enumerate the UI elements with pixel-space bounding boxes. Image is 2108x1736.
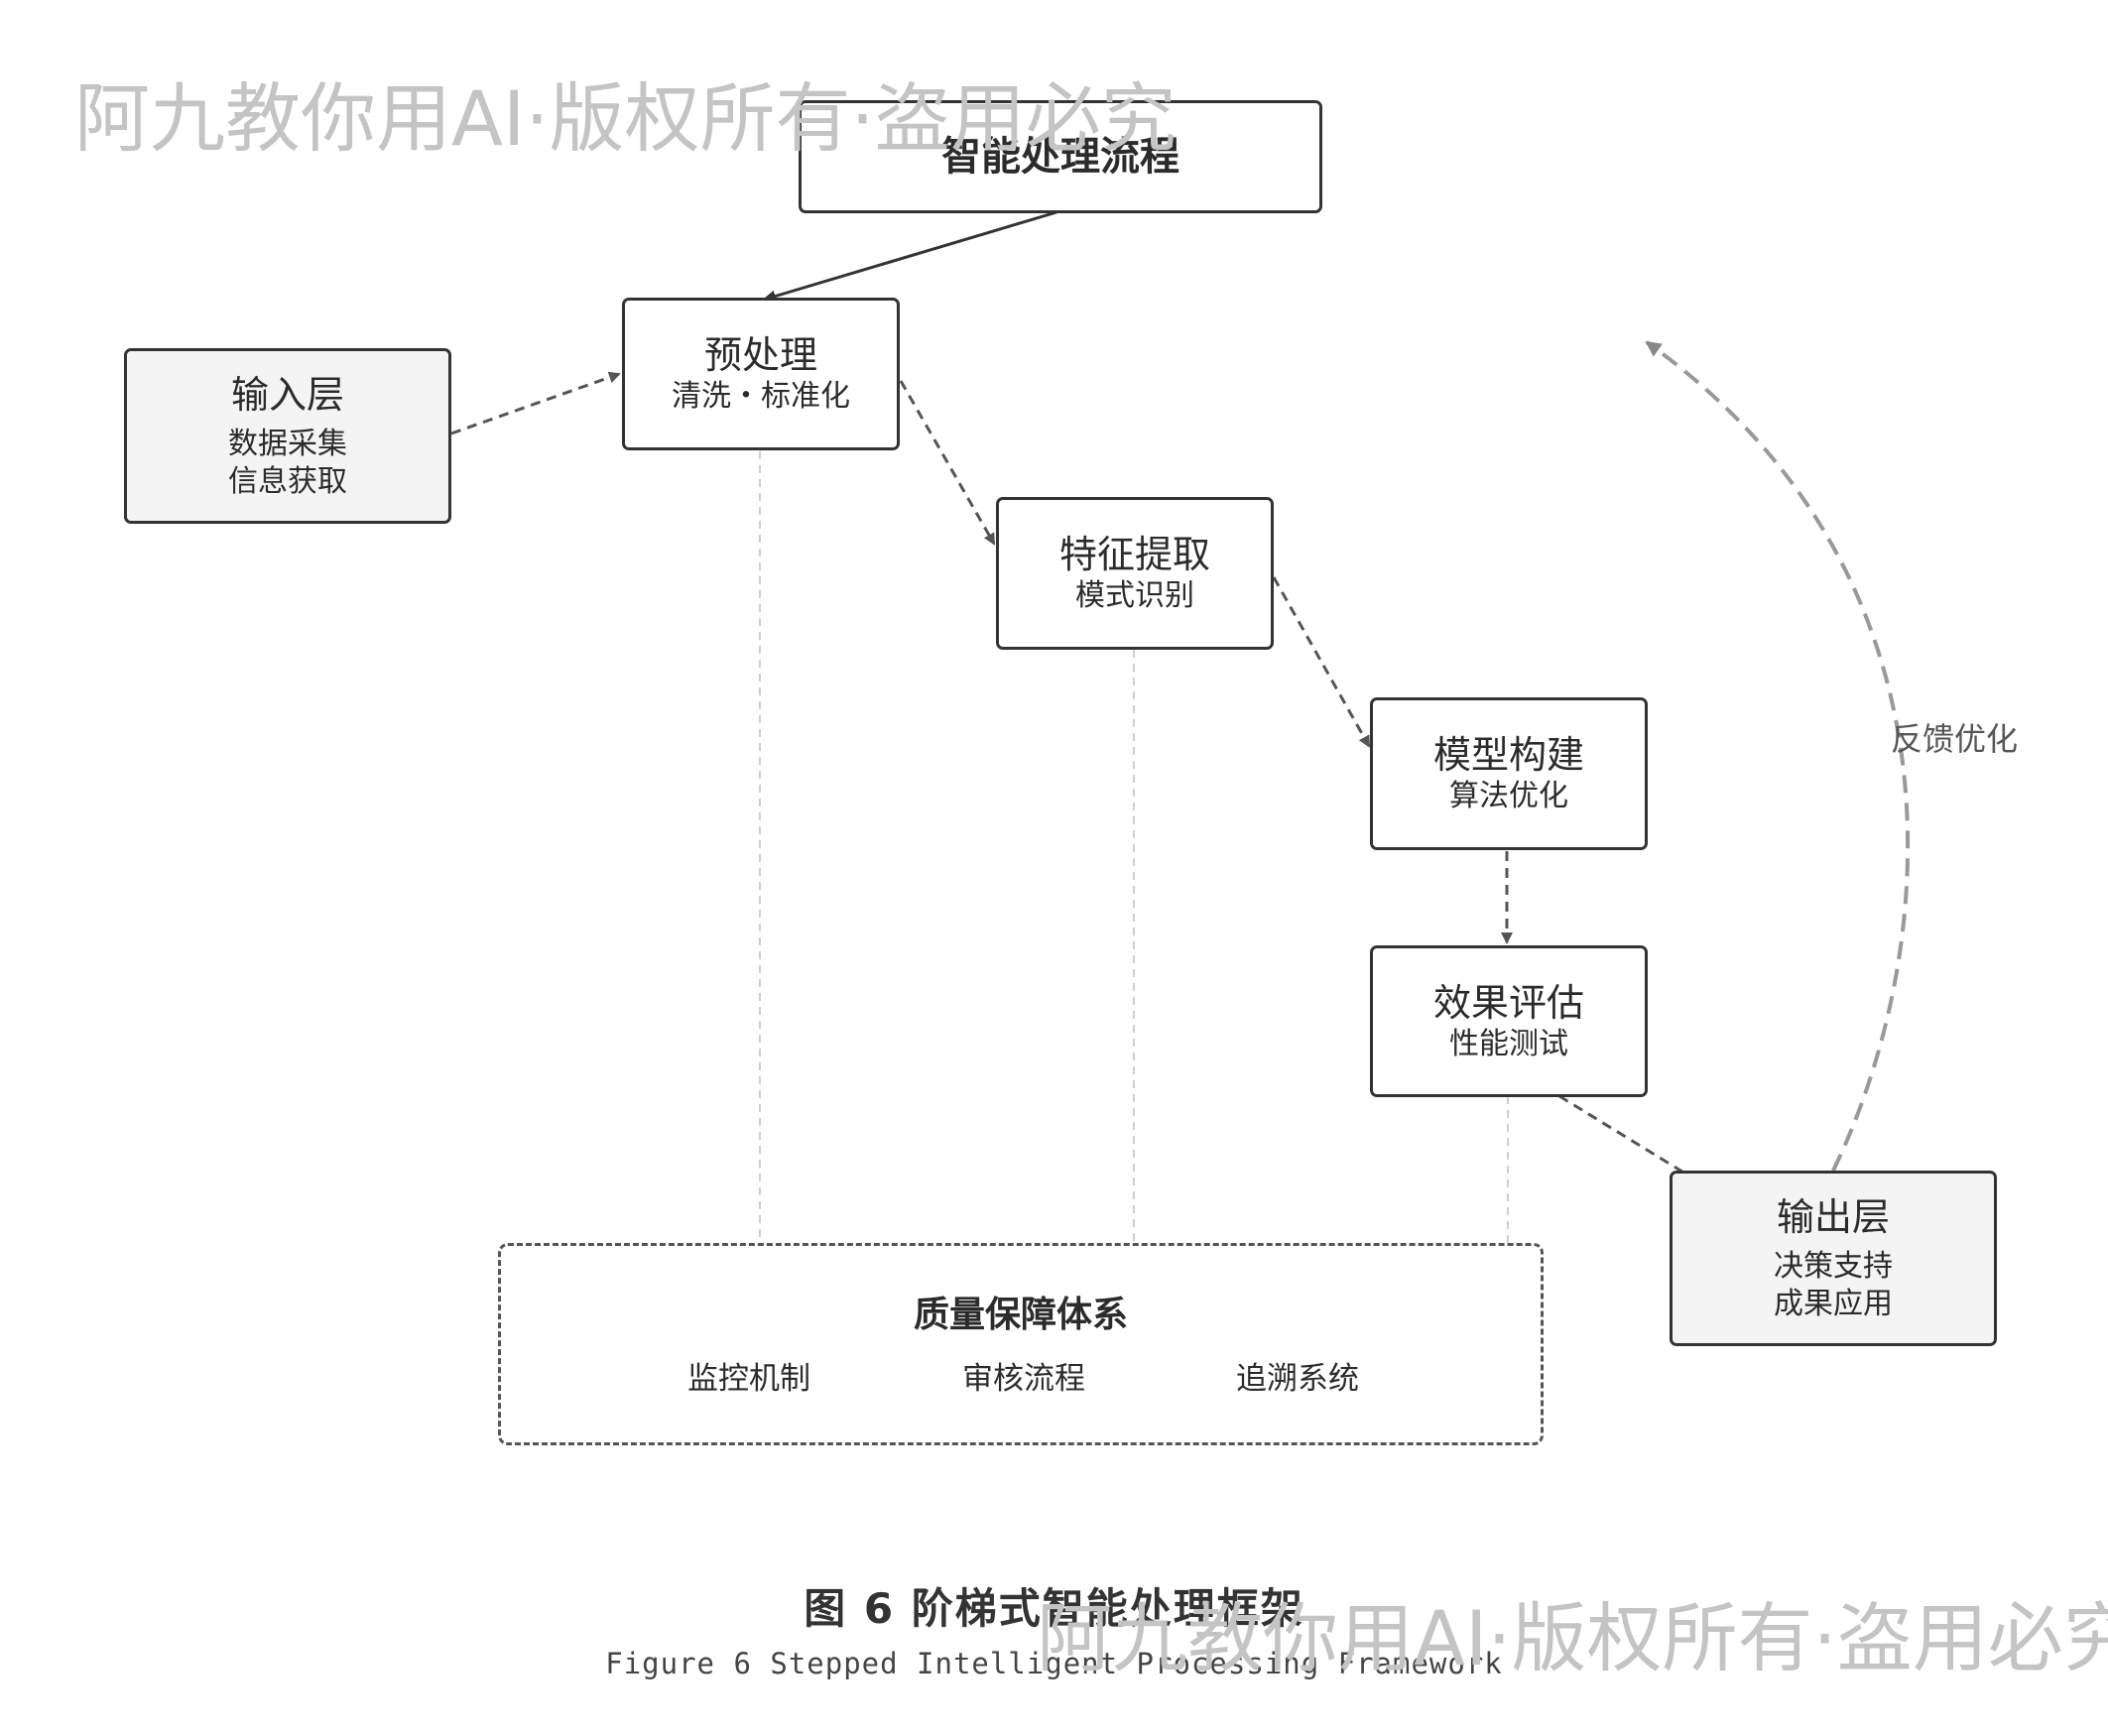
node-feature-sub: 模式识别 (1075, 578, 1194, 613)
flow-title: 智能处理流程 (941, 134, 1179, 180)
node-model-title: 模型构建 (1432, 733, 1584, 777)
watermark-top: 阿九教你用AI·版权所有·盗用必究 (74, 74, 1177, 163)
node-input-layer: 输入层 数据采集 信息获取 (124, 348, 451, 524)
figure-caption-en: Figure 6 Stepped Intelligent Processing … (605, 1647, 1503, 1680)
watermark-bottom: 阿九教你用AI·版权所有·盗用必究 (1037, 1594, 2108, 1682)
node-feature-extraction: 特征提取 模式识别 (996, 497, 1274, 650)
flow-title-box: 智能处理流程 (799, 100, 1322, 213)
node-input-title: 输入层 (230, 372, 344, 417)
node-output-title: 输出层 (1776, 1194, 1890, 1239)
node-evaluation: 效果评估 性能测试 (1370, 945, 1648, 1097)
node-output-line-1: 决策支持 (1774, 1248, 1893, 1284)
quality-assurance-box: 质量保障体系 监控机制 审核流程 追溯系统 (498, 1243, 1544, 1445)
node-input-line-2: 信息获取 (228, 463, 347, 499)
node-preprocess-sub: 清洗・标准化 (672, 379, 850, 414)
node-model-building: 模型构建 算法优化 (1370, 697, 1648, 850)
node-output-layer: 输出层 决策支持 成果应用 (1670, 1171, 1997, 1346)
node-input-line-1: 数据采集 (228, 426, 347, 461)
qa-item-monitoring: 监控机制 (687, 1361, 810, 1397)
figure-caption-zh: 图 6 阶梯式智能处理框架 (804, 1584, 1304, 1633)
qa-item-tracing: 追溯系统 (1236, 1361, 1359, 1397)
node-feature-title: 特征提取 (1058, 533, 1210, 576)
node-evaluate-sub: 性能测试 (1449, 1026, 1568, 1061)
arrow-title-to-preprocess (762, 210, 1057, 303)
node-output-line-2: 成果应用 (1774, 1286, 1893, 1321)
arrow-preprocess-to-feature (899, 380, 996, 546)
node-preprocess-title: 预处理 (703, 333, 817, 377)
feedback-label: 反馈优化 (1891, 720, 2019, 758)
arrow-feature-to-model (1272, 576, 1371, 748)
node-model-sub: 算法优化 (1449, 779, 1568, 813)
feedback-arc (1645, 340, 1911, 1172)
qa-title: 质量保障体系 (913, 1295, 1128, 1335)
node-preprocess: 预处理 清洗・标准化 (622, 298, 900, 450)
arrow-input-to-preprocess (450, 371, 621, 435)
qa-item-review: 审核流程 (962, 1361, 1085, 1397)
node-evaluate-title: 效果评估 (1432, 980, 1584, 1025)
